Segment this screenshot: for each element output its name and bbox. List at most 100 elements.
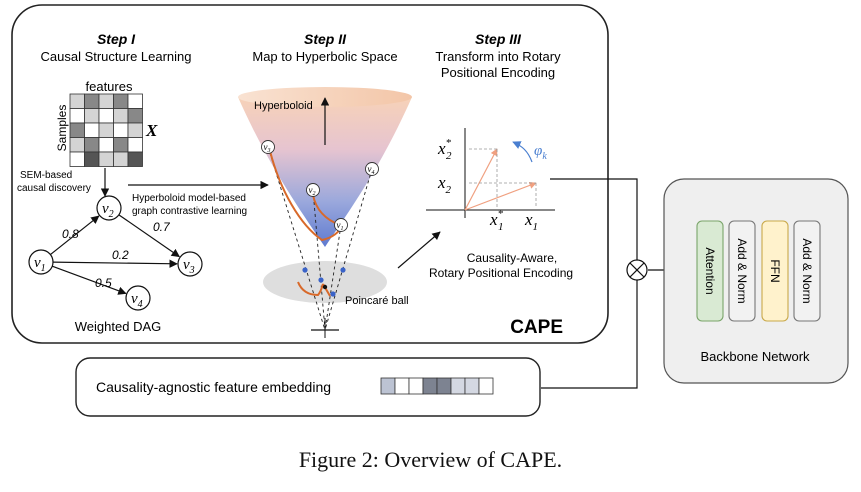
embedding-cell	[380, 377, 396, 395]
matrix-cell	[113, 137, 129, 153]
embedding-cell	[478, 377, 494, 395]
matrix-cell	[69, 151, 85, 167]
poincare-label: Poincaré ball	[345, 295, 409, 307]
matrix-cell	[127, 108, 143, 124]
dag-edge-weight: 0.2	[112, 248, 129, 262]
poincare-points	[302, 267, 346, 297]
embedding-cell	[394, 377, 410, 395]
dag-edge-v1-v3	[52, 259, 178, 268]
sem-label-line2: causal discovery	[17, 183, 91, 194]
hyperboloid-label: Hyperboloid	[254, 100, 313, 112]
step1-subtitle: Causal Structure Learning	[40, 49, 191, 64]
backbone-block	[761, 220, 789, 322]
matrix-symbol: X	[145, 121, 158, 140]
backbone-block-label: Attention	[703, 247, 717, 294]
matrix-cell	[113, 93, 129, 109]
dag-node-v2	[96, 195, 122, 221]
backbone-block	[696, 220, 724, 322]
matrix-cell	[84, 122, 100, 138]
dag-node-v4	[125, 285, 151, 311]
hyperbolic-point	[334, 218, 348, 232]
feature-matrix	[69, 93, 143, 167]
matrix-cell	[98, 108, 114, 124]
dag-node-label: v4	[131, 291, 143, 310]
embedding-cell	[408, 377, 424, 395]
embedding-cell	[450, 377, 466, 395]
matrix-cell	[69, 122, 85, 138]
embedding-cell	[436, 377, 452, 395]
features-label: features	[86, 79, 133, 94]
matrix-cell	[127, 151, 143, 167]
step3-subtitle-line2: Positional Encoding	[441, 65, 555, 80]
matrix-cell	[69, 108, 85, 124]
step2-to-step3-arrow	[397, 231, 441, 269]
backbone-blocks: Attention Add & Norm FFN Add & Norm	[696, 220, 821, 322]
step2-subtitle: Map to Hyperbolic Space	[252, 49, 397, 64]
hyperbolic-point	[306, 183, 320, 197]
step3-title: Step III	[475, 31, 522, 47]
matrix-cell	[127, 122, 143, 138]
cape-label: CAPE	[510, 317, 563, 338]
backbone-label: Backbone Network	[700, 349, 810, 364]
backbone-block	[728, 220, 756, 322]
embedding-panel	[75, 357, 541, 417]
dag-edge-weight: 0.8	[62, 227, 79, 241]
embedding-cell	[464, 377, 480, 395]
matrix-cell	[98, 122, 114, 138]
dag-edge-weight: 0.5	[95, 276, 112, 290]
axis-label-x1-star: x*1	[489, 208, 504, 233]
matrix-cell	[113, 108, 129, 124]
backbone-block-label: Add & Norm	[735, 238, 749, 303]
backbone-block-label: FFN	[768, 259, 782, 282]
cape-figure: CAPE Step I Causal Structure Learning fe…	[11, 4, 849, 417]
hyperbolic-point	[365, 162, 379, 176]
matrix-cell	[127, 93, 143, 109]
axis-label-x2-star: x*2	[437, 137, 452, 162]
matrix-cell	[84, 108, 100, 124]
matrix-cell	[127, 137, 143, 153]
dag-node-label: v2	[102, 201, 114, 220]
axis-label-x2: x2	[437, 173, 452, 196]
rotary-plot	[426, 128, 555, 218]
rotary-label-line1: Causality-Aware,	[467, 251, 557, 265]
matrix-cell	[113, 122, 129, 138]
dag-node-label: v3	[183, 257, 195, 276]
matrix-cell	[84, 151, 100, 167]
cape-panel	[11, 4, 609, 344]
matrix-cell	[84, 137, 100, 153]
hyperbolic-point	[261, 140, 275, 154]
dag-edge-v2-v3	[118, 214, 180, 258]
rotation-angle-label: φk	[534, 143, 547, 162]
samples-label: Samples	[55, 105, 69, 152]
step3-subtitle-line1: Transform into Rotary	[435, 49, 561, 64]
dag-node-label: v1	[34, 255, 46, 274]
combine-operator-icon	[626, 259, 648, 281]
sem-label-line1: SEM-based	[20, 170, 72, 181]
dag-node-v3	[177, 251, 203, 277]
step1-title: Step I	[97, 31, 136, 47]
dag-edge-weight: 0.7	[153, 220, 171, 234]
backbone-block	[793, 220, 821, 322]
matrix-cell	[98, 93, 114, 109]
embedding-cell	[422, 377, 438, 395]
poincare-ball	[263, 261, 387, 303]
hyperbolic-point-label: v1	[337, 220, 344, 232]
step2-title: Step II	[304, 31, 347, 47]
dag-node-v1	[28, 249, 54, 275]
hyperboloid-cone	[238, 87, 412, 247]
weighted-dag: 0.8 0.7 0.20.5 v1 v2 v3 v4	[28, 195, 203, 311]
dag-edge-v1-v2	[50, 215, 100, 256]
hyperbolic-point-label: v4	[368, 164, 375, 176]
embedding-label: Causality-agnostic feature embedding	[96, 379, 331, 395]
backbone-block-label: Add & Norm	[800, 238, 814, 303]
figure-caption: Figure 2: Overview of CAPE.	[298, 447, 563, 472]
matrix-cell	[69, 137, 85, 153]
contrastive-label-line2: graph contrastive learning	[132, 206, 247, 217]
embedding-vector	[380, 377, 494, 395]
dag-edge-v1-v4	[52, 265, 127, 295]
hyperbolic-point-label: v2	[309, 185, 316, 197]
rotary-label-line2: Rotary Positional Encoding	[429, 266, 573, 280]
matrix-cell	[113, 151, 129, 167]
matrix-cell	[98, 151, 114, 167]
